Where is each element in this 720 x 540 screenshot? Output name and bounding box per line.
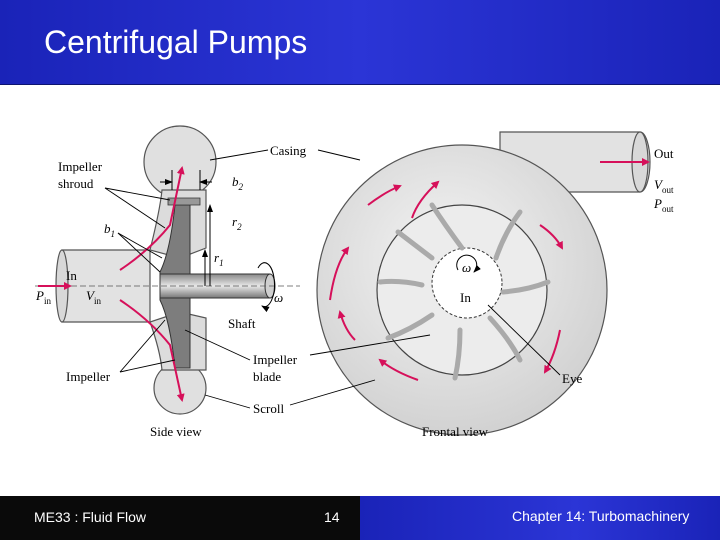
impeller-eye bbox=[431, 247, 503, 319]
leader-lines bbox=[104, 149, 561, 409]
frontal-view bbox=[316, 131, 651, 436]
label-impeller: Impeller bbox=[66, 369, 111, 384]
page-number: 14 bbox=[324, 509, 340, 525]
shaft-rotation-arrow bbox=[257, 262, 275, 313]
label-out: Out bbox=[654, 146, 674, 161]
label-r1: r1 bbox=[214, 250, 224, 268]
footer-left: ME33 : Fluid Flow 14 bbox=[0, 496, 360, 540]
label-scroll: Scroll bbox=[253, 401, 284, 416]
impeller-shroud bbox=[167, 197, 201, 206]
label-v-in: Vin bbox=[86, 288, 101, 306]
label-b2: b2 bbox=[232, 174, 244, 192]
top-scroll bbox=[143, 125, 217, 199]
label-in-side: In bbox=[66, 268, 77, 283]
diagram-labels: Impeller shroud Casing b2 r2 b1 r1 In Pi… bbox=[35, 143, 674, 439]
label-shaft: Shaft bbox=[228, 316, 256, 331]
label-frontal-view: Frontal view bbox=[422, 424, 489, 439]
label-side-view: Side view bbox=[150, 424, 202, 439]
label-v-out: Vout bbox=[654, 177, 674, 195]
slide-title: Centrifugal Pumps bbox=[44, 24, 308, 60]
label-omega-side: ω bbox=[274, 290, 283, 305]
label-casing: Casing bbox=[270, 143, 307, 158]
pump-diagram: Impeller shroud Casing b2 r2 b1 r1 In Pi… bbox=[35, 125, 674, 439]
label-b1: b1 bbox=[104, 221, 115, 239]
footer-course: ME33 : Fluid Flow bbox=[34, 509, 147, 525]
label-impeller-shroud-1: Impeller bbox=[58, 159, 103, 174]
label-eye: Eye bbox=[562, 371, 582, 386]
dimension-lines bbox=[160, 170, 213, 286]
label-impeller-blade-1: Impeller bbox=[253, 352, 298, 367]
label-impeller-blade-2: blade bbox=[253, 369, 281, 384]
label-omega-front: ω bbox=[462, 260, 471, 275]
side-flow-arrows bbox=[38, 166, 185, 402]
title-bar: Centrifugal Pumps bbox=[0, 0, 720, 85]
side-view bbox=[35, 125, 561, 415]
frontal-rotation-arrow bbox=[456, 254, 481, 273]
label-p-out: Pout bbox=[653, 196, 674, 214]
footer-right: Chapter 14: Turbomachinery bbox=[360, 496, 720, 540]
label-impeller-shroud-2: shroud bbox=[58, 176, 94, 191]
label-p-in: Pin bbox=[35, 288, 51, 306]
label-in-front: In bbox=[460, 290, 471, 305]
footer-chapter: Chapter 14: Turbomachinery bbox=[512, 508, 690, 524]
impeller-blades bbox=[377, 202, 551, 381]
label-r2: r2 bbox=[232, 214, 242, 232]
frontal-flow-arrows bbox=[329, 158, 650, 381]
